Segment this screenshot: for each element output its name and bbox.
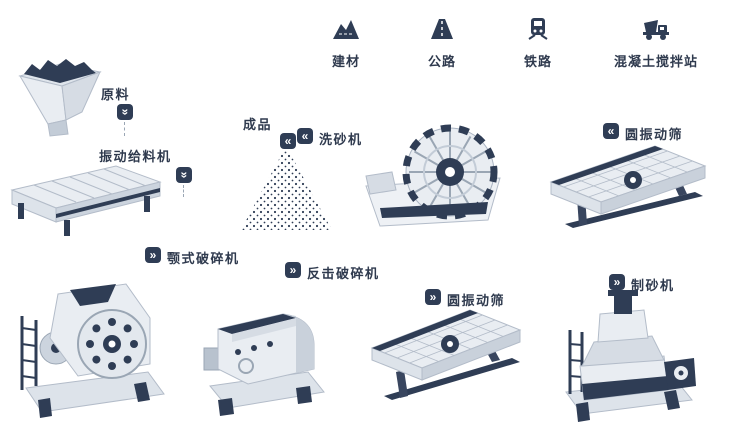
circular-screen-top-arrow-badge: « bbox=[603, 123, 619, 139]
connector-line bbox=[183, 185, 184, 197]
circular-screen-bottom-arrow-badge: » bbox=[425, 289, 441, 305]
legend-item-building-materials: 建材 bbox=[298, 16, 394, 70]
legend-item-label: 建材 bbox=[331, 54, 360, 69]
arrow-glyph: » bbox=[429, 290, 437, 304]
sand-maker-arrow-badge: » bbox=[609, 274, 625, 290]
railway-icon bbox=[528, 18, 548, 40]
impact-crusher-illustration bbox=[203, 313, 325, 416]
jaw-crusher-label: 颚式破碎机 bbox=[167, 251, 240, 266]
circular-vibrating-screen-top-illustration bbox=[549, 145, 707, 228]
legend: 建材 公路 铁路 bbox=[298, 16, 726, 70]
legend-item-concrete-plant: 混凝土搅拌站 bbox=[586, 16, 726, 70]
circular-vibrating-screen-bottom-illustration bbox=[370, 309, 522, 400]
arrow-glyph: » bbox=[149, 248, 157, 262]
impact-crusher-label: 反击破碎机 bbox=[307, 266, 380, 281]
arrow-glyph: » bbox=[613, 275, 621, 289]
raw-material-arrow-badge: » bbox=[117, 104, 133, 120]
jaw-crusher-illustration bbox=[20, 283, 165, 418]
arrow-glyph: » bbox=[177, 171, 191, 179]
circular-screen-top-label: 圆振动筛 bbox=[625, 127, 684, 142]
raw-material-hopper-illustration bbox=[18, 59, 102, 137]
finished-product-label: 成品 bbox=[243, 117, 273, 132]
raw-material-label: 原料 bbox=[101, 87, 131, 102]
vibrating-feeder-illustration bbox=[10, 165, 162, 236]
building-materials-icon bbox=[333, 20, 359, 39]
connector-line bbox=[124, 122, 125, 136]
legend-item-label: 铁路 bbox=[523, 54, 552, 69]
finished-product-arrow-badge: « bbox=[280, 133, 296, 149]
vibrating-feeder-label: 振动给料机 bbox=[99, 149, 172, 164]
sand-washer-illustration bbox=[365, 124, 501, 227]
arrow-glyph: » bbox=[118, 108, 132, 116]
circular-screen-bottom-label: 圆振动筛 bbox=[447, 293, 506, 308]
legend-item-railway: 铁路 bbox=[490, 16, 586, 70]
highway-icon bbox=[431, 19, 453, 39]
sand-washer-label: 洗砂机 bbox=[319, 132, 363, 147]
jaw-crusher-arrow-badge: » bbox=[145, 247, 161, 263]
arrow-glyph: « bbox=[284, 134, 292, 148]
vibrating-feeder-arrow-badge: » bbox=[176, 167, 192, 183]
impact-crusher-arrow-badge: » bbox=[285, 262, 301, 278]
legend-item-highway: 公路 bbox=[394, 16, 490, 70]
arrow-glyph: « bbox=[301, 129, 309, 143]
arrow-glyph: « bbox=[607, 124, 615, 138]
sand-maker-label: 制砂机 bbox=[631, 278, 675, 293]
legend-item-label: 公路 bbox=[427, 54, 456, 69]
arrow-glyph: » bbox=[289, 263, 297, 277]
finished-product-pile-illustration bbox=[241, 146, 332, 230]
sand-maker-illustration bbox=[565, 290, 696, 422]
concrete-mixing-plant-icon bbox=[643, 20, 669, 40]
sand-washer-arrow-badge: « bbox=[297, 128, 313, 144]
legend-item-label: 混凝土搅拌站 bbox=[613, 54, 698, 69]
